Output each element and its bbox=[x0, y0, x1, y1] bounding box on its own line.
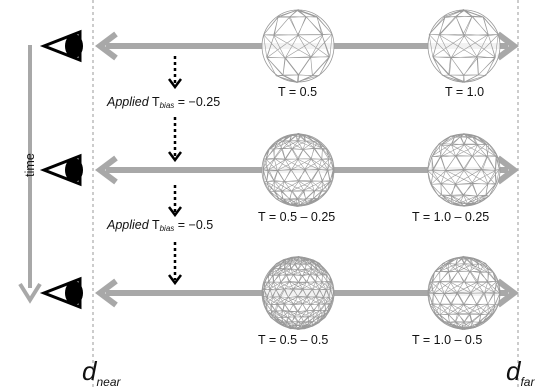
dotted-down-arrow bbox=[168, 242, 182, 286]
sphere-label: T = 0.5 – 0.5 bbox=[258, 333, 329, 347]
applied-bias-label: Applied Tbias = −0.25 bbox=[107, 95, 221, 110]
time-axis-arrow bbox=[18, 45, 42, 304]
time-axis-label: time bbox=[23, 153, 37, 177]
mesh-wireframe bbox=[428, 255, 501, 331]
mesh-sphere bbox=[261, 256, 335, 330]
dotted-down-arrow bbox=[168, 185, 182, 218]
mesh-sphere bbox=[427, 255, 501, 331]
mesh-outline bbox=[261, 9, 335, 83]
d-near-label: dnear bbox=[82, 356, 121, 389]
dotted-down-arrow bbox=[168, 56, 182, 90]
mesh-sphere bbox=[261, 9, 335, 84]
eye-icon bbox=[39, 29, 83, 63]
sphere-label: T = 0.5 bbox=[278, 85, 318, 99]
dotted-down-arrow bbox=[168, 117, 182, 163]
sphere-label: T = 1.0 – 0.5 bbox=[412, 333, 483, 347]
d-far-label: dfar bbox=[506, 356, 535, 389]
mesh-wireframe bbox=[261, 256, 335, 330]
sphere-label: T = 0.5 – 0.25 bbox=[258, 210, 336, 224]
mesh-wireframe bbox=[427, 133, 500, 207]
eye-icon bbox=[39, 153, 83, 187]
mesh-wireframe bbox=[262, 132, 335, 207]
mesh-wireframe bbox=[263, 9, 333, 84]
sphere-label: T = 1.0 bbox=[445, 85, 485, 99]
mesh-sphere bbox=[427, 133, 501, 207]
applied-bias-label: Applied Tbias = −0.5 bbox=[107, 218, 214, 233]
sphere-label: T = 1.0 – 0.25 bbox=[412, 210, 490, 224]
mesh-wireframe bbox=[428, 9, 499, 83]
mesh-sphere bbox=[261, 132, 335, 207]
eye-icon bbox=[39, 276, 83, 310]
mesh-outline bbox=[427, 9, 501, 83]
mesh-sphere bbox=[427, 9, 501, 83]
